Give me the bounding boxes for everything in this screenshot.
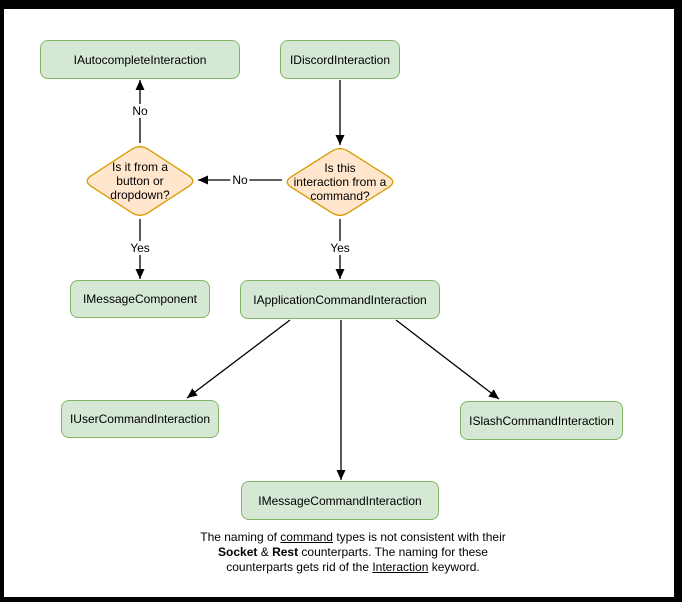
note-text: counterparts. The naming for these	[298, 545, 488, 559]
note-text: The naming of	[200, 530, 281, 544]
edge-application-to-slash-command	[395, 319, 500, 400]
note-underlined-interaction: Interaction	[372, 560, 429, 574]
node-user-command-interaction: IUserCommandInteraction	[61, 400, 219, 438]
note-text: keyword.	[428, 560, 480, 574]
note-bold-socket: Socket	[218, 545, 258, 559]
node-message-command-interaction: IMessageCommandInteraction	[241, 481, 439, 520]
node-message-component: IMessageComponent	[70, 280, 210, 318]
edge-label-no-between-decisions: No	[230, 173, 250, 187]
node-slash-command-interaction: ISlashCommandInteraction	[460, 401, 623, 440]
note-text: counterparts gets rid of the	[226, 560, 373, 574]
edge-label-yes-to-application-command: Yes	[328, 241, 352, 255]
naming-note-line3: counterparts gets rid of the Interaction…	[153, 560, 553, 575]
decision-button-or-dropdown-shape	[86, 146, 194, 216]
note-text: &	[257, 545, 273, 559]
node-application-command-interaction: IApplicationCommandInteraction	[240, 280, 440, 319]
decision-from-command-shape	[286, 148, 394, 216]
note-bold-rest: Rest	[272, 545, 299, 559]
node-autocomplete-interaction: IAutocompleteInteraction	[40, 40, 240, 79]
naming-note-line2: Socket & Rest counterparts. The naming f…	[153, 545, 553, 560]
decision-button-or-dropdown-label: Is it from a button or dropdown?	[110, 160, 170, 202]
naming-note-line1: The naming of command types is not consi…	[153, 530, 553, 545]
edge-label-no-to-autocomplete: No	[130, 104, 150, 118]
naming-note: The naming of command types is not consi…	[153, 530, 553, 575]
decision-from-command-label: Is this interaction from a command?	[293, 161, 387, 203]
note-text: types is not consistent with their	[332, 530, 506, 544]
node-discord-interaction: IDiscordInteraction	[280, 40, 400, 79]
edge-label-yes-to-message-component: Yes	[128, 241, 152, 255]
edge-application-to-user-command	[186, 319, 291, 399]
note-underlined-command: command	[280, 530, 333, 544]
